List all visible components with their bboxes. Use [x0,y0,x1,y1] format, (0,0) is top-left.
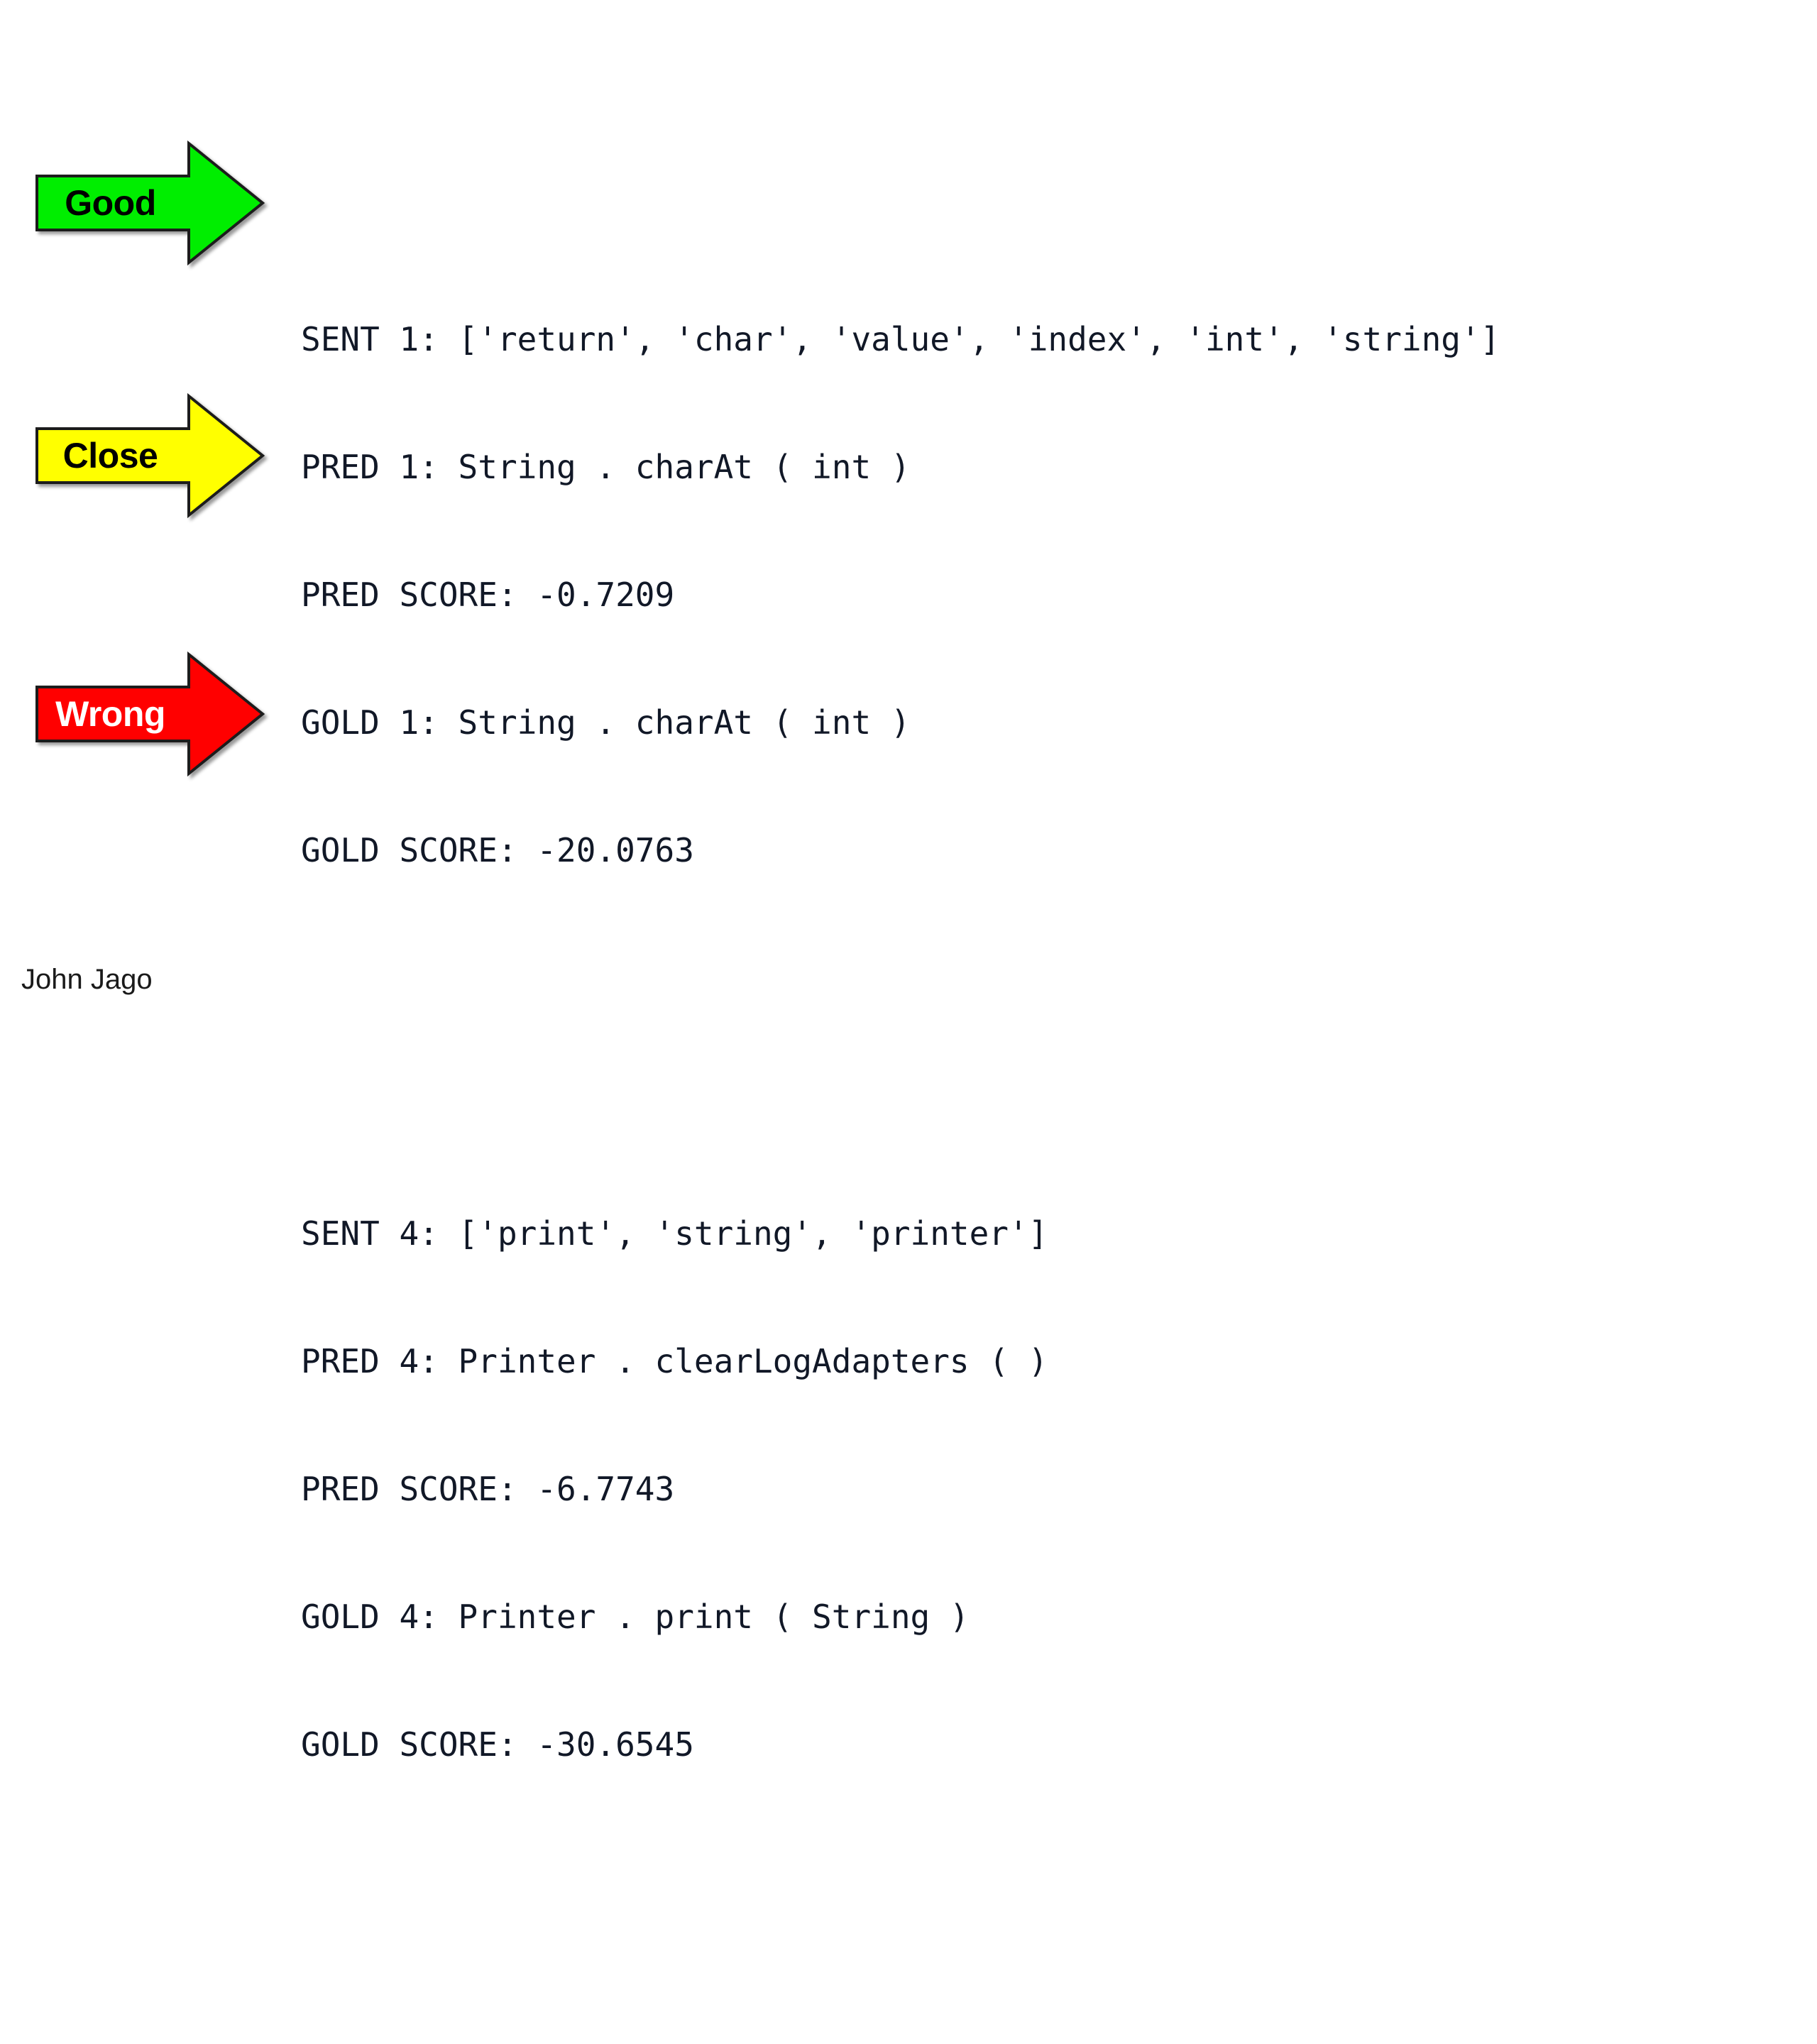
sample-block-1: SENT 1: ['return', 'char', 'value', 'ind… [301,233,1618,957]
gold-line: GOLD 1: String . charAt ( int ) [301,703,911,742]
right-arrow-icon [35,392,265,519]
sample-block-4: SENT 4: ['print', 'string', 'printer'] P… [301,1127,1618,1851]
gold-score-line: GOLD SCORE: -30.6545 [301,1725,694,1764]
console-output: SENT 1: ['return', 'char', 'value', 'ind… [301,105,1618,2044]
callout-close: Close [34,392,265,519]
callout-good: Good [34,140,265,266]
pred-score-line: PRED SCORE: -6.7743 [301,1470,675,1508]
sample-block-21: SENT 21: ['associate', 'key', 'string', … [301,2021,1618,2044]
sent-line: SENT 4: ['print', 'string', 'printer'] [301,1214,1048,1253]
right-arrow-icon [35,140,265,266]
pred-line: PRED 1: String . charAt ( int ) [301,448,911,486]
gold-score-line: GOLD SCORE: -20.0763 [301,831,694,869]
right-arrow-icon [35,651,265,777]
sent-line: SENT 1: ['return', 'char', 'value', 'ind… [301,320,1500,358]
slide-canvas: Good Close Wrong SENT 1: ['ret [21,140,1500,1764]
callout-wrong: Wrong [34,651,265,777]
gold-line: GOLD 4: Printer . print ( String ) [301,1598,970,1636]
pred-score-line: PRED SCORE: -0.7209 [301,576,675,614]
footer-author-name: John Jago [21,964,153,995]
pred-line: PRED 4: Printer . clearLogAdapters ( ) [301,1342,1048,1380]
